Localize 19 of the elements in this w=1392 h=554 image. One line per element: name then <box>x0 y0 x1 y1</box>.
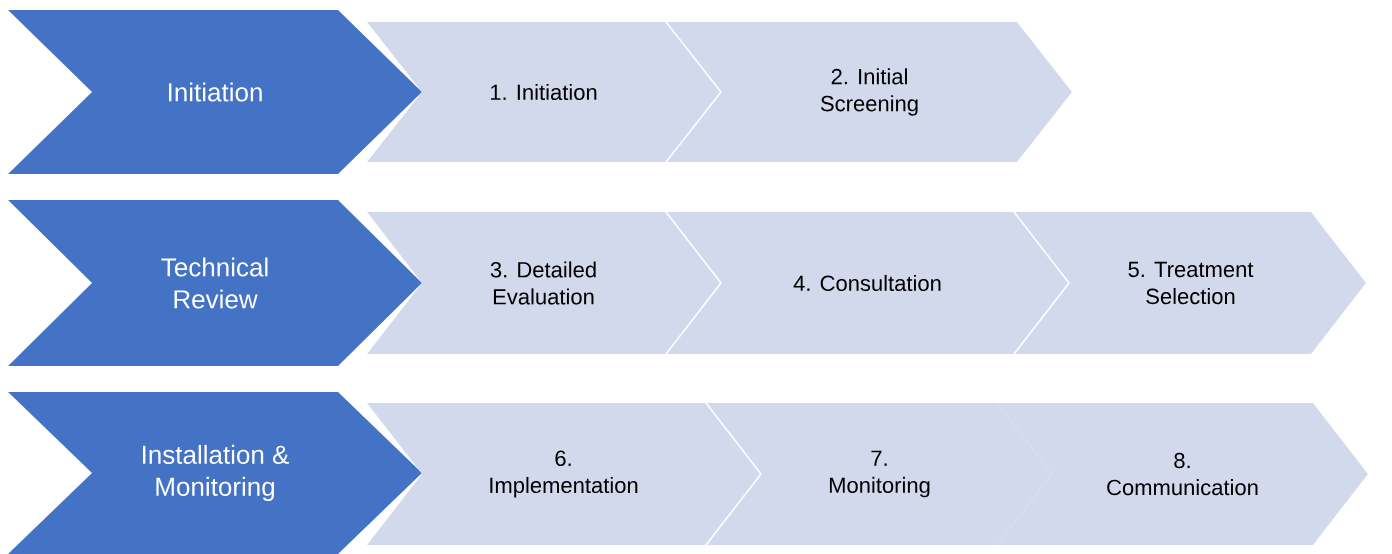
node-label: 1. Initiation <box>490 83 597 101</box>
node-label: 8. Communication <box>1107 452 1258 496</box>
step-box: 5. Treatment Selection <box>1015 212 1366 354</box>
step-box: 8. Communication <box>997 403 1368 545</box>
node-label: 5. Treatment Selection <box>1128 261 1254 305</box>
phase-box: Technical Review <box>8 200 422 366</box>
node-label: 4. Consultation <box>793 274 941 292</box>
step-box: 6. Implementation <box>367 403 760 545</box>
step-box: 4. Consultation <box>667 212 1068 354</box>
step-box: 2. Initial Screening <box>667 22 1072 162</box>
node-label: 3. Detailed Evaluation <box>490 261 596 305</box>
step-box: 3. Detailed Evaluation <box>367 212 720 354</box>
step-box: 1. Initiation <box>367 22 720 162</box>
node-label: 2. Initial Screening <box>820 68 918 116</box>
step-box: 7. Monitoring <box>707 403 1052 545</box>
node-label: 6. Implementation <box>490 450 638 498</box>
node-label: 7. Monitoring <box>829 450 930 498</box>
phase-box: Initiation <box>8 10 422 174</box>
phase-box: Installation & Monitoring <box>8 392 422 554</box>
